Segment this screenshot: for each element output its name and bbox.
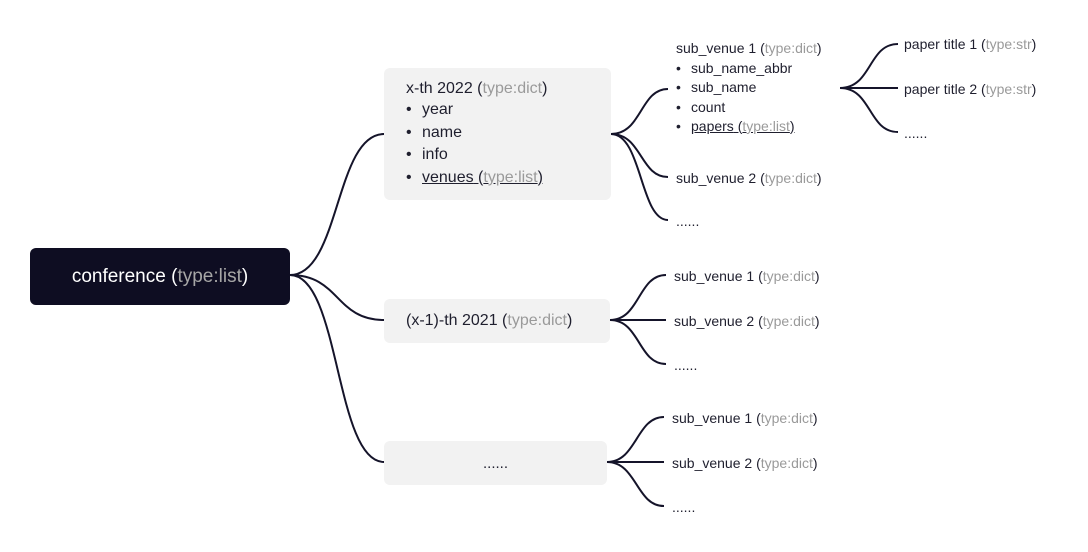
- field-list: year name info venues (type:list): [406, 99, 611, 189]
- sub-venue-name: sub_venue 1: [674, 268, 755, 284]
- edge-root-middle: [289, 274, 385, 321]
- field-sub-name: sub_name: [676, 78, 822, 98]
- root-name: conference: [71, 265, 166, 287]
- sub-venue-field-list: sub_name_abbr sub_name count papers (typ…: [676, 59, 822, 137]
- field-papers-type: type:list: [742, 118, 790, 134]
- node-type: type:dict: [507, 312, 567, 329]
- node-more-years[interactable]: ......: [384, 441, 607, 485]
- sub-venue-name: sub_venue 1: [676, 40, 757, 56]
- node-title: x-th 2022: [406, 80, 473, 97]
- node-more[interactable]: ......: [672, 499, 696, 515]
- paper-type: type:str: [985, 36, 1032, 52]
- paper-title: paper title 1: [904, 36, 978, 52]
- node-sub-venue-2[interactable]: sub_venue 2 (type:dict): [674, 313, 820, 329]
- field-sub-name-abbr: sub_name_abbr: [676, 59, 822, 79]
- node-title: (x-1)-th 2021: [406, 312, 498, 329]
- edge-bottom-sub1: [606, 416, 665, 463]
- sub-venue-type: type:dict: [760, 410, 813, 426]
- edge-root-bottom: [289, 274, 385, 463]
- node-sub-venue-1-detail[interactable]: sub_venue 1 (type:dict) sub_name_abbr su…: [676, 39, 822, 137]
- sub-venue-type: type:dict: [764, 170, 817, 186]
- sub-venue-name: sub_venue 1: [672, 410, 753, 426]
- sub-venue-type: type:dict: [762, 313, 815, 329]
- node-more[interactable]: ......: [676, 213, 700, 229]
- edge-root-top: [289, 133, 385, 276]
- field-count: count: [676, 98, 822, 118]
- edge-detail-more: [839, 87, 899, 133]
- field-year: year: [406, 99, 611, 122]
- sub-venue-type: type:dict: [762, 268, 815, 284]
- sub-venue-name: sub_venue 2: [674, 313, 755, 329]
- field-papers: papers (type:list): [676, 117, 822, 137]
- node-sub-venue-1[interactable]: sub_venue 1 (type:dict): [672, 410, 818, 426]
- edge-middle-more: [609, 319, 667, 365]
- edge-top-sub2: [610, 133, 669, 178]
- edge-top-more: [610, 133, 669, 221]
- node-year-2022[interactable]: x-th 2022 (type:dict) year name info ven…: [384, 68, 611, 200]
- field-venues-label: venues: [422, 168, 474, 186]
- sub-venue-type: type:dict: [760, 455, 813, 471]
- root-node[interactable]: conference (type:list): [30, 248, 290, 305]
- field-venues: venues (type:list): [406, 167, 611, 190]
- edge-top-sub1: [610, 88, 669, 135]
- edge-middle-sub1: [609, 274, 667, 321]
- sub-venue-type: type:dict: [764, 40, 817, 56]
- node-paper-2[interactable]: paper title 2 (type:str): [904, 81, 1037, 97]
- node-sub-venue-1[interactable]: sub_venue 1 (type:dict): [674, 268, 820, 284]
- node-sub-venue-2[interactable]: sub_venue 2 (type:dict): [676, 170, 822, 186]
- node-paper-1[interactable]: paper title 1 (type:str): [904, 36, 1037, 52]
- node-paper-more[interactable]: ......: [904, 125, 928, 141]
- node-more[interactable]: ......: [674, 357, 698, 373]
- root-type: type:list: [177, 265, 242, 287]
- field-papers-label: papers: [691, 118, 734, 134]
- node-year-2021[interactable]: (x-1)-th 2021 (type:dict): [384, 299, 610, 343]
- field-info: info: [406, 144, 611, 167]
- paper-type: type:str: [985, 81, 1032, 97]
- field-name: name: [406, 122, 611, 145]
- node-sub-venue-2[interactable]: sub_venue 2 (type:dict): [672, 455, 818, 471]
- edge-bottom-more: [606, 461, 665, 507]
- node-type: type:dict: [482, 80, 543, 97]
- field-venues-type: type:list: [483, 168, 538, 186]
- node-title: ......: [482, 454, 508, 472]
- sub-venue-name: sub_venue 2: [672, 455, 753, 471]
- sub-venue-name: sub_venue 2: [676, 170, 757, 186]
- edge-detail-paper1: [839, 43, 899, 89]
- paper-title: paper title 2: [904, 81, 978, 97]
